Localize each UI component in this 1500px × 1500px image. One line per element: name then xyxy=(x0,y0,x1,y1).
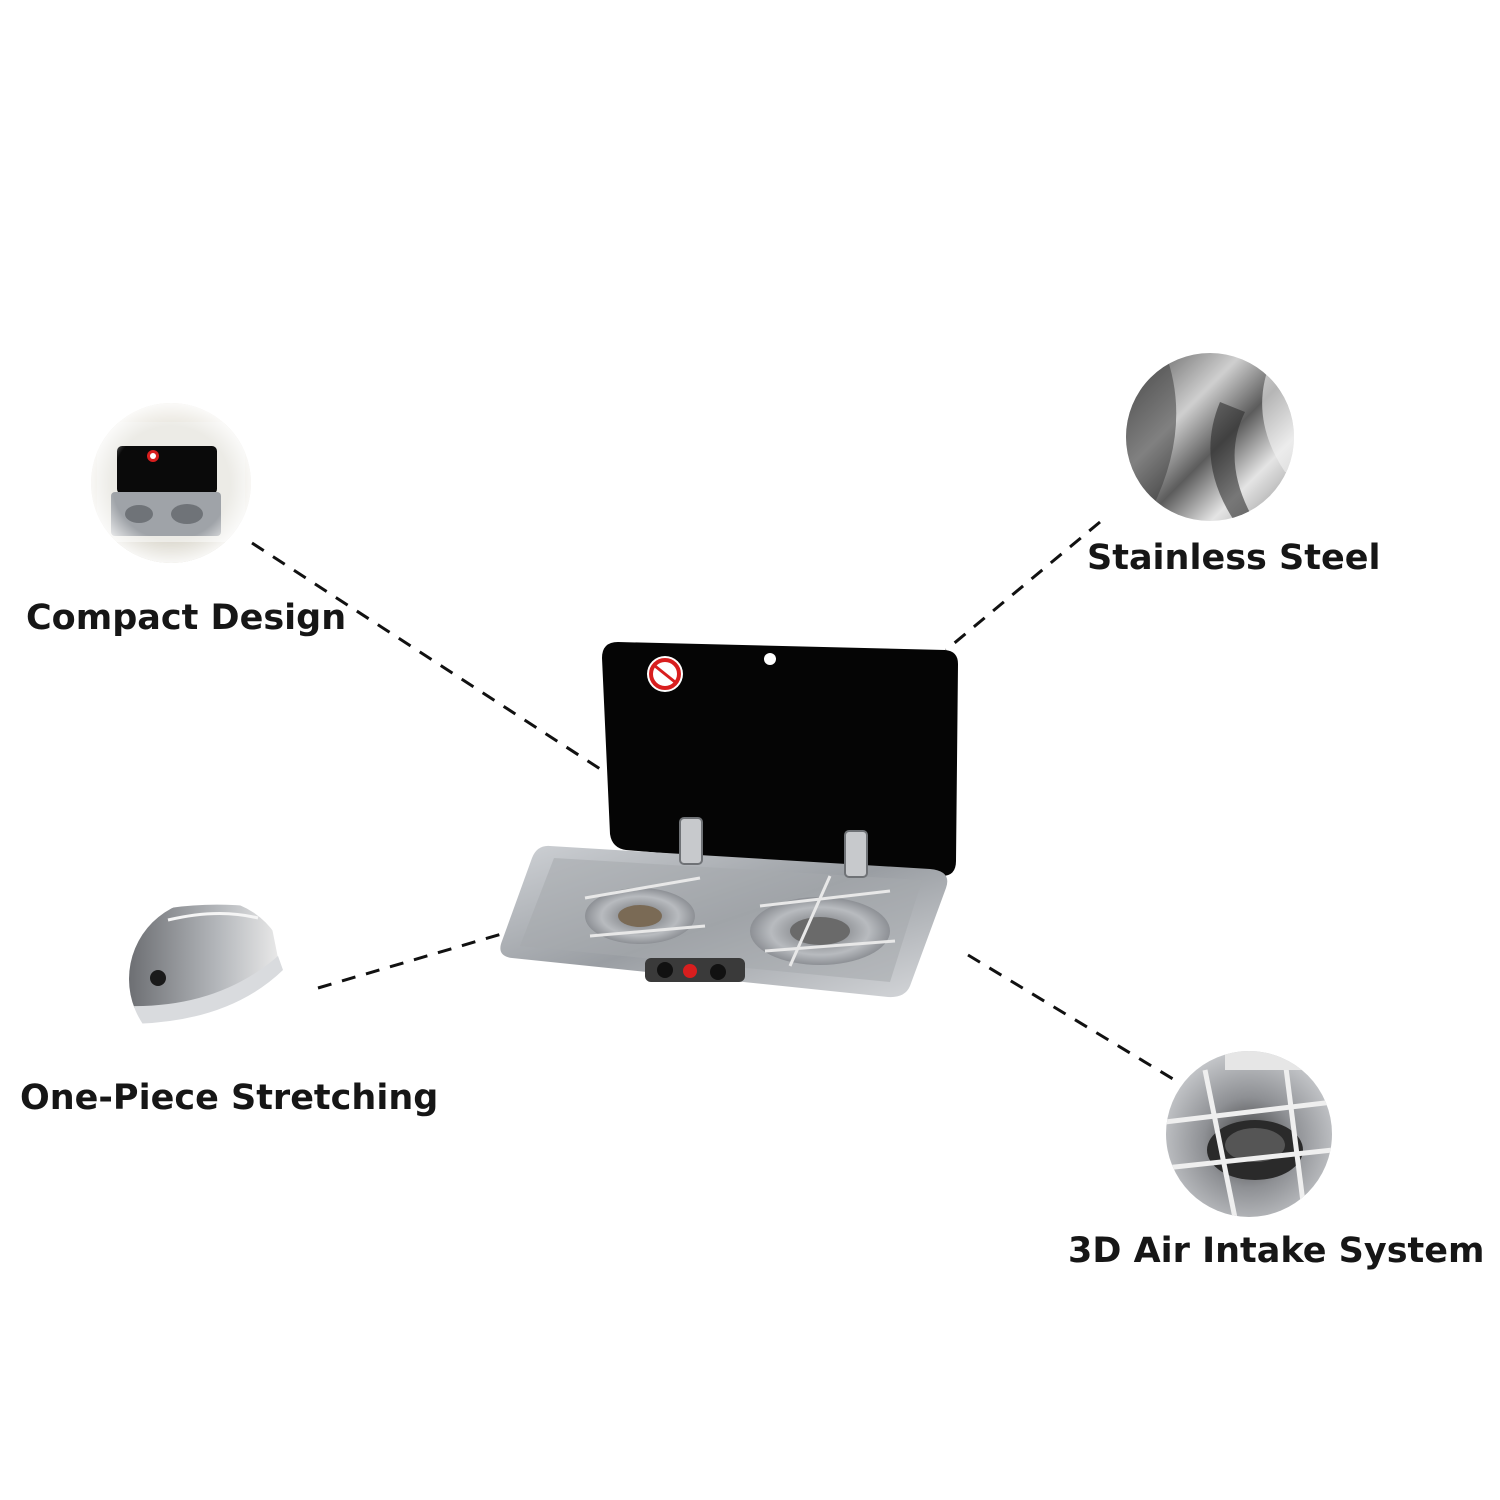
feature-label-air-intake-system: 3D Air Intake System xyxy=(1068,1231,1485,1271)
leader-line-onepiece xyxy=(317,931,506,990)
stainless-steel-thumbnail xyxy=(1126,353,1294,521)
feature-label-one-piece-stretching: One-Piece Stretching xyxy=(20,1078,439,1118)
one-piece-stretching-thumbnail xyxy=(129,899,289,1059)
leader-line-stainless xyxy=(945,520,1101,652)
compact-design-thumbnail xyxy=(91,403,251,563)
air-intake-thumbnail xyxy=(1166,1051,1332,1217)
feature-label-stainless-steel: Stainless Steel xyxy=(1087,538,1381,578)
stove-product-image xyxy=(500,642,958,998)
leader-line-compact xyxy=(251,541,615,780)
feature-label-compact-design: Compact Design xyxy=(26,598,347,638)
leader-line-air xyxy=(967,953,1179,1084)
